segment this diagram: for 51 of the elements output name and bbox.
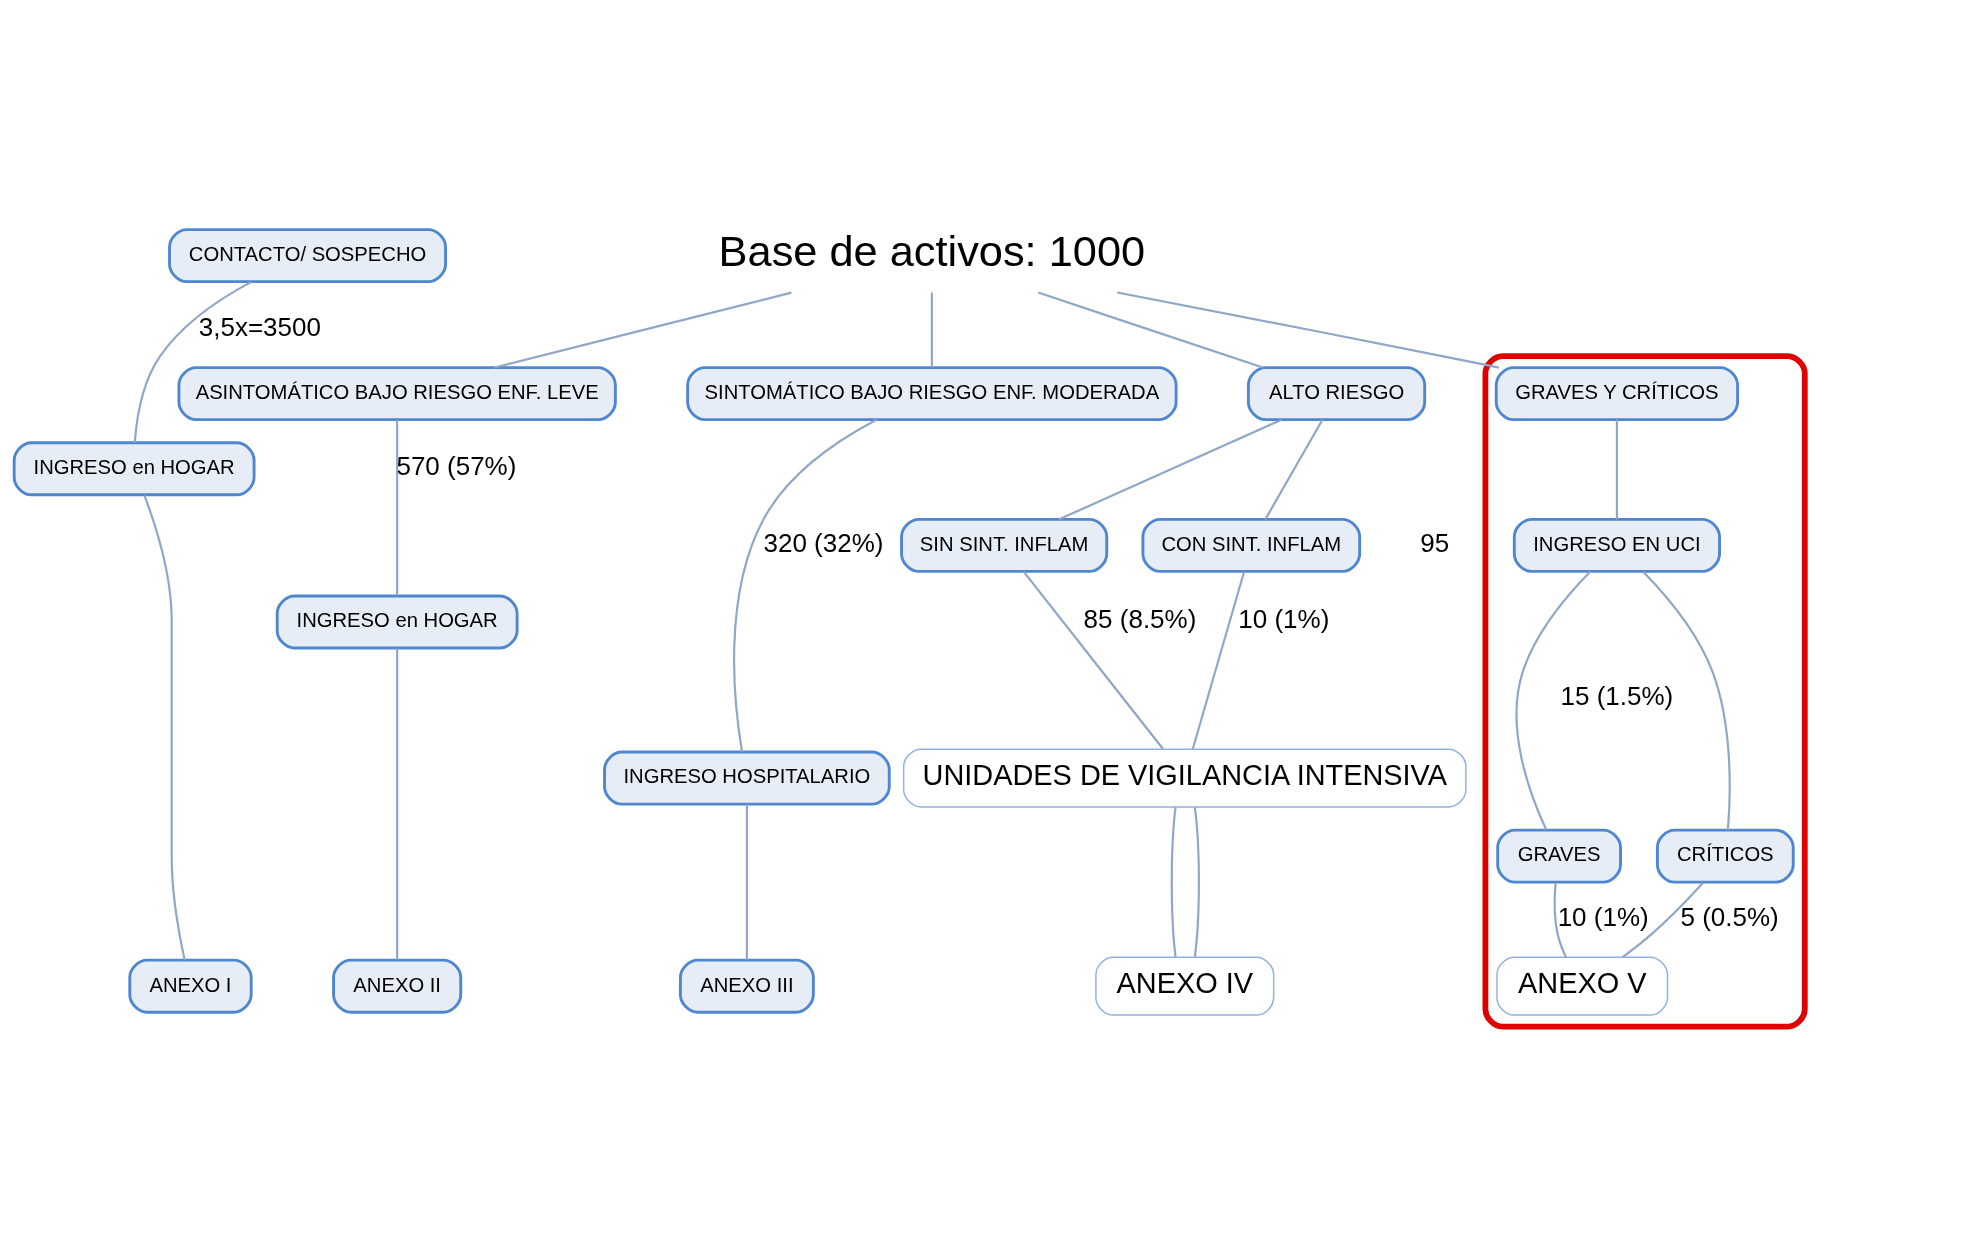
edge-label: 85 (8.5%) [1083,603,1197,634]
node-box: UNIDADES DE VIGILANCIA INTENSIVA [902,747,1467,808]
node-box: SIN SINT. INFLAM [900,517,1109,573]
node-box: SINTOMÁTICO BAJO RIESGO ENF. MODERADA [686,365,1178,421]
edge-label: 320 (32%) [763,527,884,558]
connector [1058,418,1283,520]
node-text: Base de activos: 1000 [718,226,1146,275]
connector [1621,881,1704,958]
node-box: CON SINT. INFLAM [1141,517,1362,573]
node-box: CONTACTO/ SOSPECHO [168,227,447,283]
connector [745,803,748,960]
connector [1037,291,1264,369]
connector [494,291,792,369]
connector [1117,290,1500,369]
node-box: INGRESO en HOGAR [275,594,519,649]
edge-label: 570 (57%) [396,450,517,481]
connector [1191,570,1246,749]
connector [133,280,252,443]
edge-label: 3,5x=3500 [198,311,321,342]
edge-label: 10 (1%) [1238,603,1330,634]
label: 15 (1.5%) [1560,680,1674,711]
connector [733,418,877,752]
connector [143,494,186,960]
connector [1642,570,1731,830]
connector [1553,882,1568,958]
cluster [1482,352,1808,1030]
node-box: GRAVES Y CRÍTICOS [1494,365,1740,421]
node-box: ASINTOMÁTICO BAJO RIESGO ENF. LEVE [177,365,617,421]
node-box: ANEXO IV [1095,956,1275,1016]
connector [1193,806,1200,957]
node-box: INGRESO HOSPITALARIO [603,750,891,806]
label: 95 [1420,527,1450,558]
connector [1170,806,1177,957]
node-box: ANEXO I [128,958,253,1014]
connector [396,419,399,595]
connector [396,647,399,960]
connector [1615,419,1618,519]
node-box: INGRESO EN UCI [1512,517,1721,573]
node-box: ALTO RIESGO [1246,365,1427,421]
node-box: ANEXO V [1496,956,1669,1016]
connector [1022,570,1164,750]
connector [930,292,933,368]
connector [1264,418,1324,520]
node-box: INGRESO en HOGAR [12,440,256,496]
connector [1515,570,1592,830]
node-box: GRAVES [1496,828,1622,884]
edge-label: 5 (0.5%) [1680,901,1779,932]
node-box: ANEXO III [678,958,815,1014]
edge-label: 10 (1%) [1557,901,1649,932]
node-box: ANEXO II [332,958,463,1014]
node-box: CRÍTICOS [1655,828,1795,884]
